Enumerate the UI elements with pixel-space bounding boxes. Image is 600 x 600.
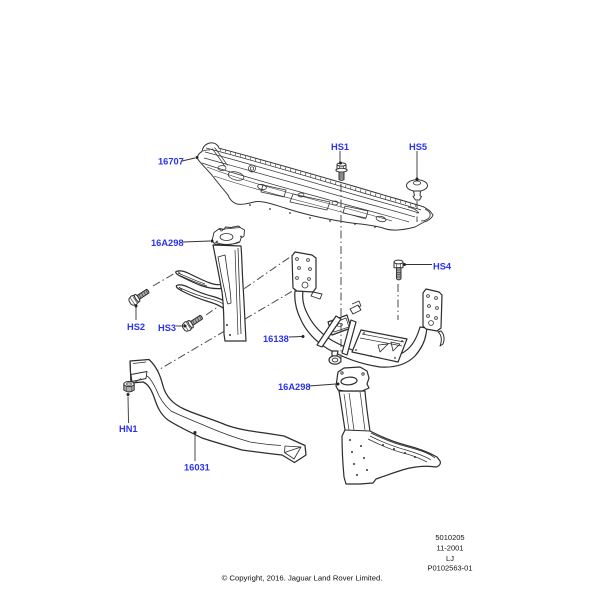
svg-text:16031: 16031	[184, 463, 210, 473]
svg-text:16A298: 16A298	[278, 382, 311, 392]
svg-text:16707: 16707	[158, 157, 184, 167]
svg-text:HS3: HS3	[158, 323, 176, 333]
svg-text:16A298: 16A298	[151, 238, 184, 248]
svg-text:HS2: HS2	[127, 322, 145, 332]
svg-text:HS5: HS5	[409, 142, 427, 152]
svg-text:5010205: 5010205	[435, 533, 464, 542]
svg-text:© Copyright, 2016. Jaguar Land: © Copyright, 2016. Jaguar Land Rover Lim…	[222, 574, 383, 583]
svg-text:16138: 16138	[263, 334, 289, 344]
svg-text:HN1: HN1	[119, 424, 138, 434]
svg-text:HS1: HS1	[331, 142, 349, 152]
svg-text:LJ: LJ	[446, 554, 454, 563]
svg-text:P0102563-01: P0102563-01	[427, 564, 472, 573]
svg-text:HS4: HS4	[433, 262, 452, 272]
svg-text:11-2001: 11-2001	[437, 544, 464, 553]
